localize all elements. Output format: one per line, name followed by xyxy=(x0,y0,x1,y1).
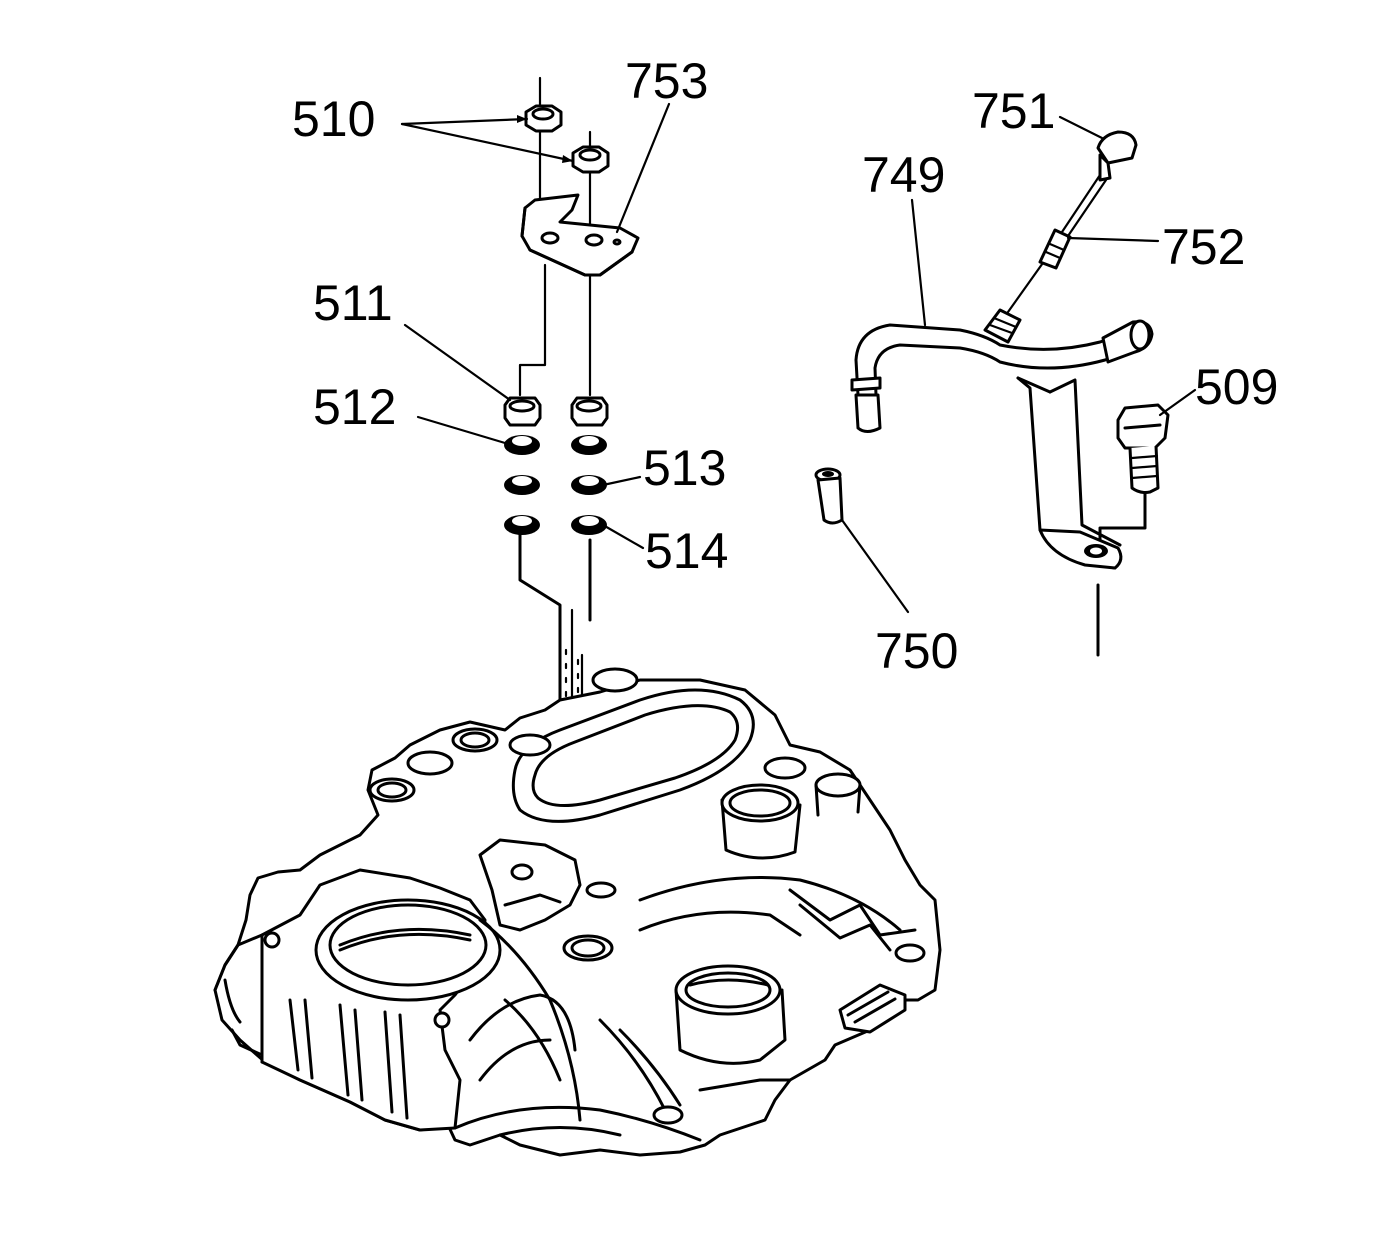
callout-512: 512 xyxy=(313,379,396,435)
washer-514-left xyxy=(504,515,540,535)
left-fastener-stack xyxy=(503,76,640,802)
right-tube-assembly xyxy=(814,130,1170,657)
callout-750: 750 xyxy=(875,623,958,679)
fitting-752 xyxy=(1038,228,1072,270)
grommet-511-right xyxy=(570,396,609,427)
callout-751: 751 xyxy=(972,83,1055,139)
callout-513: 513 xyxy=(643,440,726,496)
cap-751 xyxy=(1096,130,1138,182)
callout-752: 752 xyxy=(1162,219,1245,275)
grommet-511-left xyxy=(503,396,542,427)
tube-749 xyxy=(850,319,1154,657)
leader-lines xyxy=(400,102,1197,614)
bracket-753 xyxy=(520,193,640,277)
intake-manifold xyxy=(213,667,942,1157)
washer-512-left xyxy=(504,435,540,455)
nut-510-upper xyxy=(524,104,563,133)
callout-510: 510 xyxy=(292,91,375,147)
callout-514: 514 xyxy=(645,523,728,579)
washer-512-right xyxy=(571,435,607,455)
callouts: 510 753 511 512 513 514 751 749 752 509 … xyxy=(292,53,1278,679)
plug-750 xyxy=(814,467,844,525)
nut-510-lower xyxy=(571,145,610,174)
callout-509: 509 xyxy=(1195,359,1278,415)
callout-753: 753 xyxy=(625,53,708,109)
callout-511: 511 xyxy=(313,275,393,331)
washer-514-right xyxy=(571,515,607,535)
washer-513-left xyxy=(504,475,540,495)
tube-fitting xyxy=(983,308,1022,344)
bolt-509 xyxy=(1098,403,1170,542)
washer-513-right xyxy=(571,475,607,495)
callout-749: 749 xyxy=(862,147,945,203)
